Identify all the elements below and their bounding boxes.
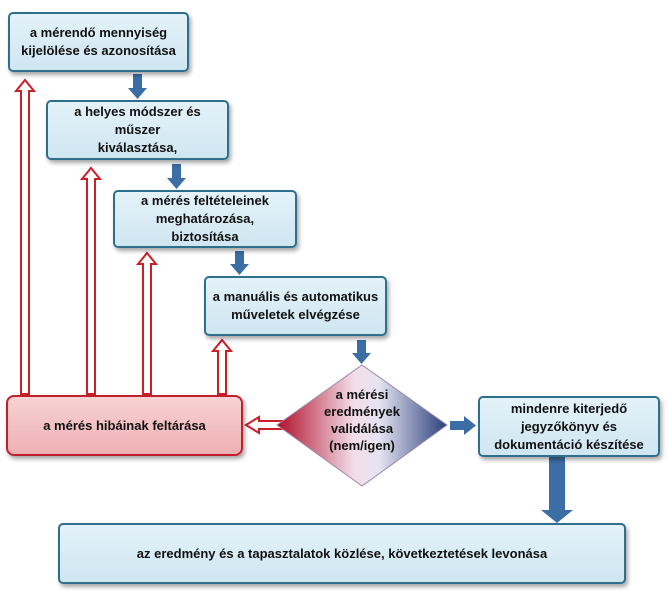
- validation-diamond: [276, 364, 448, 487]
- arrow-error-to-step2: [79, 166, 103, 395]
- final-communication-label: az eredmény és a tapasztalatok közlése, …: [136, 545, 548, 561]
- documentation-label: mindenre kiterjedő jegyzőkönyv és dokume…: [494, 400, 644, 452]
- arrow-step4-to-validation: [352, 340, 371, 364]
- arrow-report-to-final: [541, 457, 573, 523]
- arrow-error-to-step4: [210, 338, 234, 395]
- step-identify-quantity-label: a mérendő mennyiség kijelölése és azonos…: [21, 25, 176, 58]
- arrow-validation-to-report: [450, 416, 476, 435]
- arrow-step1-to-step2: [128, 74, 147, 99]
- documentation-box: mindenre kiterjedő jegyzőkönyv és dokume…: [478, 396, 660, 457]
- arrow-error-to-step3: [135, 251, 159, 395]
- validation-label: a mérési eredmények validálása (nem/igen…: [324, 387, 400, 453]
- step-perform-operations: a manuális és automatikus műveletek elvé…: [204, 276, 387, 336]
- step-perform-operations-label: a manuális és automatikus műveletek elvé…: [212, 289, 379, 322]
- arrow-step2-to-step3: [167, 164, 186, 189]
- step-identify-quantity: a mérendő mennyiség kijelölése és azonos…: [8, 12, 189, 72]
- arrow-error-to-step1: [13, 78, 37, 395]
- final-communication-box: az eredmény és a tapasztalatok közlése, …: [58, 523, 626, 584]
- step-define-conditions: a mérés feltételeinek meghatározása, biz…: [113, 190, 297, 248]
- arrow-step3-to-step4: [230, 251, 249, 275]
- step-select-method: a helyes módszer és műszer kiválasztása,: [46, 100, 229, 160]
- error-analysis-label: a mérés hibáinak feltárása: [43, 417, 206, 433]
- step-select-method-label: a helyes módszer és műszer kiválasztása,: [74, 104, 201, 155]
- error-analysis-box: a mérés hibáinak feltárása: [6, 395, 243, 456]
- step-define-conditions-label: a mérés feltételeinek meghatározása, biz…: [141, 193, 269, 244]
